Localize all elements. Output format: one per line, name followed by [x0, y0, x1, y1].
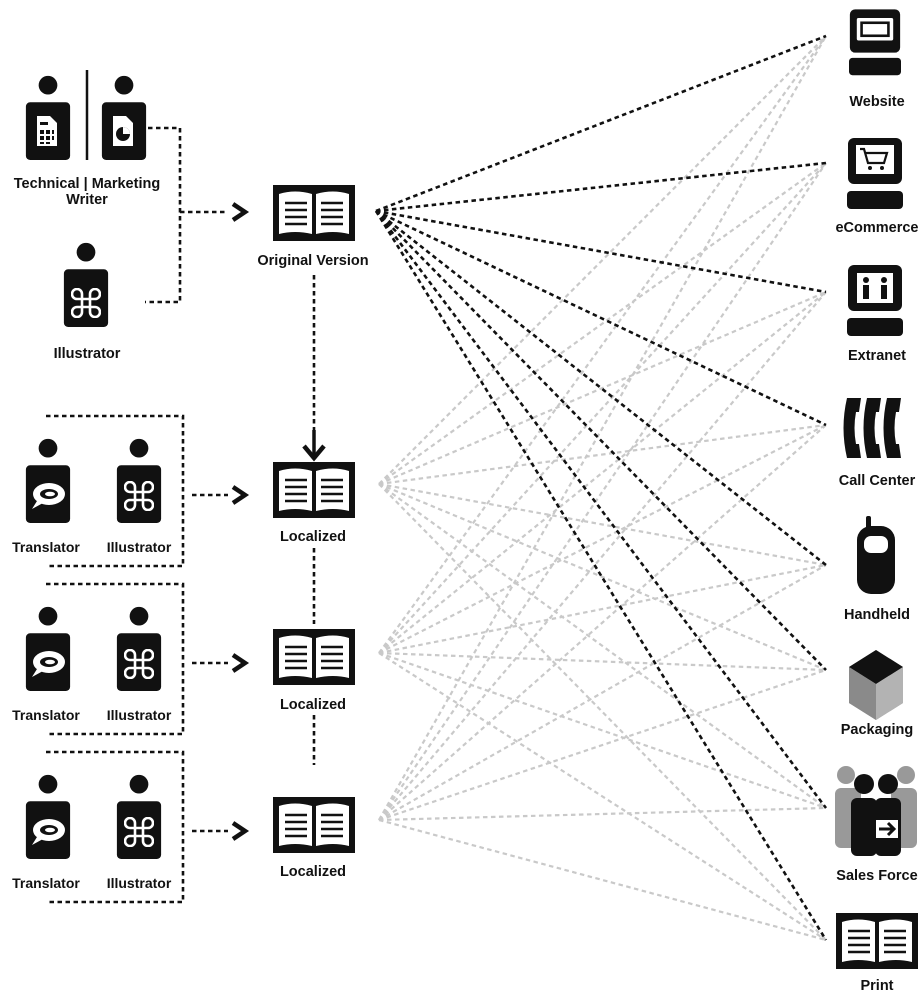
channel-handheld: Handheld: [844, 516, 910, 623]
channel-label: Sales Force: [836, 868, 917, 884]
localized-label: Localized: [280, 864, 346, 880]
channel-sales-force: Sales Force: [835, 766, 918, 884]
sales-force-icon: [835, 766, 917, 856]
arrow-right-icon: [233, 655, 245, 671]
document-icon: [37, 116, 57, 146]
illustrator-label: Illustrator: [54, 346, 121, 362]
illustrator-label: Illustrator: [107, 539, 172, 555]
localized-distribution-line: [378, 668, 827, 822]
original-distribution-lines: [374, 34, 828, 941]
writer-label-line2: Writer: [66, 192, 108, 208]
mobile-phone-icon: [857, 516, 895, 594]
localized-distribution-line: [378, 651, 827, 672]
channel-packaging: Packaging: [841, 650, 914, 738]
channel-extranet: Extranet: [847, 265, 906, 364]
localized-distribution-line: [378, 291, 827, 821]
localized-label: Localized: [280, 697, 346, 713]
arrow-to-original-icon: [233, 204, 245, 220]
open-book-icon: [272, 185, 356, 241]
original-illustrator: [63, 242, 109, 327]
localized-distribution-line: [378, 564, 827, 821]
team-brackets: [46, 414, 245, 904]
writer-label: Technical | Marketing: [14, 176, 160, 192]
localized-distribution-line: [378, 290, 827, 486]
localized-distribution-line: [378, 424, 827, 821]
person-icon: [116, 438, 162, 523]
localized-distribution-line: [378, 563, 827, 655]
localized-distribution-line: [378, 35, 827, 821]
chart-document-icon: [113, 116, 133, 146]
original-distribution-line: [374, 210, 828, 809]
technical-writer: [25, 75, 71, 160]
original-distribution-line: [375, 34, 827, 213]
localized-distribution-line: [378, 652, 827, 941]
open-book-icon: [272, 629, 356, 685]
original-distribution-line: [375, 209, 827, 427]
localized-distribution-line: [378, 651, 827, 810]
person-icon: [116, 606, 162, 691]
translator-label: Translator: [12, 707, 80, 723]
localization-team-2: Translator Illustrator Localized: [12, 606, 356, 723]
channel-print: Print: [835, 913, 919, 994]
open-book-icon: [272, 462, 356, 518]
localized-distribution-line: [378, 483, 827, 809]
author-connectors: [145, 126, 326, 765]
channel-label: Website: [849, 94, 904, 110]
localized-label: Localized: [280, 529, 346, 545]
arrow-right-icon: [233, 823, 245, 839]
localized-distribution-line: [378, 483, 827, 941]
illustrator-label: Illustrator: [107, 875, 172, 891]
localized-distribution-line: [378, 482, 827, 567]
package-box-icon: [849, 650, 903, 720]
person-icon: [63, 242, 109, 327]
localized-distribution-lines: [378, 35, 827, 942]
original-version-label: Original Version: [257, 253, 368, 269]
localization-team-3: Translator Illustrator Localized: [12, 774, 356, 891]
channel-label: Call Center: [839, 473, 916, 489]
arrow-right-icon: [233, 487, 245, 503]
localization-team-1: Translator Illustrator Localized: [12, 438, 356, 555]
extranet-icon: [847, 265, 903, 336]
localized-distribution-line: [378, 818, 827, 942]
localized-distribution-line: [378, 162, 827, 821]
marketing-writer: [101, 75, 147, 160]
monitor-icon: [849, 9, 901, 76]
original-distribution-line: [375, 210, 827, 671]
arrow-down-icon: [302, 444, 326, 462]
translator-label: Translator: [12, 875, 80, 891]
shopping-cart-icon: [847, 138, 903, 209]
original-distribution-line: [375, 161, 827, 213]
person-icon: [116, 774, 162, 859]
call-center-icon: [843, 398, 901, 458]
person-icon: [25, 438, 71, 523]
channel-label: Extranet: [848, 348, 906, 364]
person-icon: [25, 606, 71, 691]
localized-distribution-line: [378, 35, 827, 654]
channel-ecommerce: eCommerce: [835, 138, 919, 236]
channel-call-center: Call Center: [839, 398, 916, 489]
channel-website: Website: [849, 9, 905, 110]
channel-label: eCommerce: [835, 220, 918, 236]
illustrator-label: Illustrator: [107, 707, 172, 723]
localized-distribution-line: [378, 806, 827, 822]
print-book-icon: [835, 913, 919, 969]
channel-label: Handheld: [844, 607, 910, 623]
localized-distribution-line: [378, 423, 827, 486]
localized-distribution-line: [378, 162, 827, 485]
translator-label: Translator: [12, 539, 80, 555]
original-distribution-line: [374, 210, 828, 941]
localized-distribution-line: [378, 424, 827, 654]
original-distribution-line: [375, 209, 827, 294]
person-icon: [25, 774, 71, 859]
channel-label: Packaging: [841, 722, 914, 738]
open-book-icon: [272, 797, 356, 853]
localized-distribution-line: [378, 162, 827, 654]
localized-distribution-line: [378, 35, 827, 485]
channel-label: Print: [860, 978, 893, 994]
localized-distribution-line: [378, 482, 827, 672]
